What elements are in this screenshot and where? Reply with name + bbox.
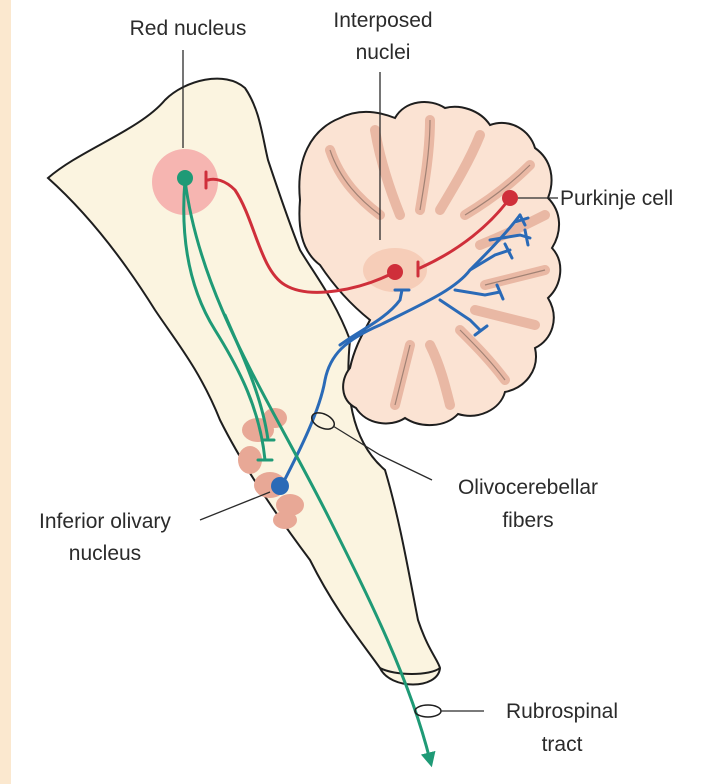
label-olivocerebellar-line2: fibers	[502, 509, 553, 532]
label-olivocerebellar-line1: Olivocerebellar	[458, 476, 598, 499]
label-rubrospinal-line2: tract	[542, 733, 583, 756]
purkinje-cell-body	[502, 190, 518, 206]
red-nucleus-cell	[177, 170, 193, 186]
rubrospinal-bundle-marker	[415, 705, 441, 717]
label-rubrospinal-line1: Rubrospinal	[506, 700, 618, 723]
label-inferior-olivary-line2: nucleus	[69, 542, 141, 565]
label-inferior-olivary-line1: Inferior olivary	[39, 510, 171, 533]
label-red-nucleus: Red nucleus	[130, 17, 247, 40]
interposed-nucleus-cell	[387, 264, 403, 280]
inferior-olive-cell	[271, 477, 289, 495]
label-interposed-line2: nuclei	[356, 41, 411, 64]
label-purkinje-cell: Purkinje cell	[560, 187, 673, 210]
label-interposed-line1: Interposed	[333, 9, 432, 32]
